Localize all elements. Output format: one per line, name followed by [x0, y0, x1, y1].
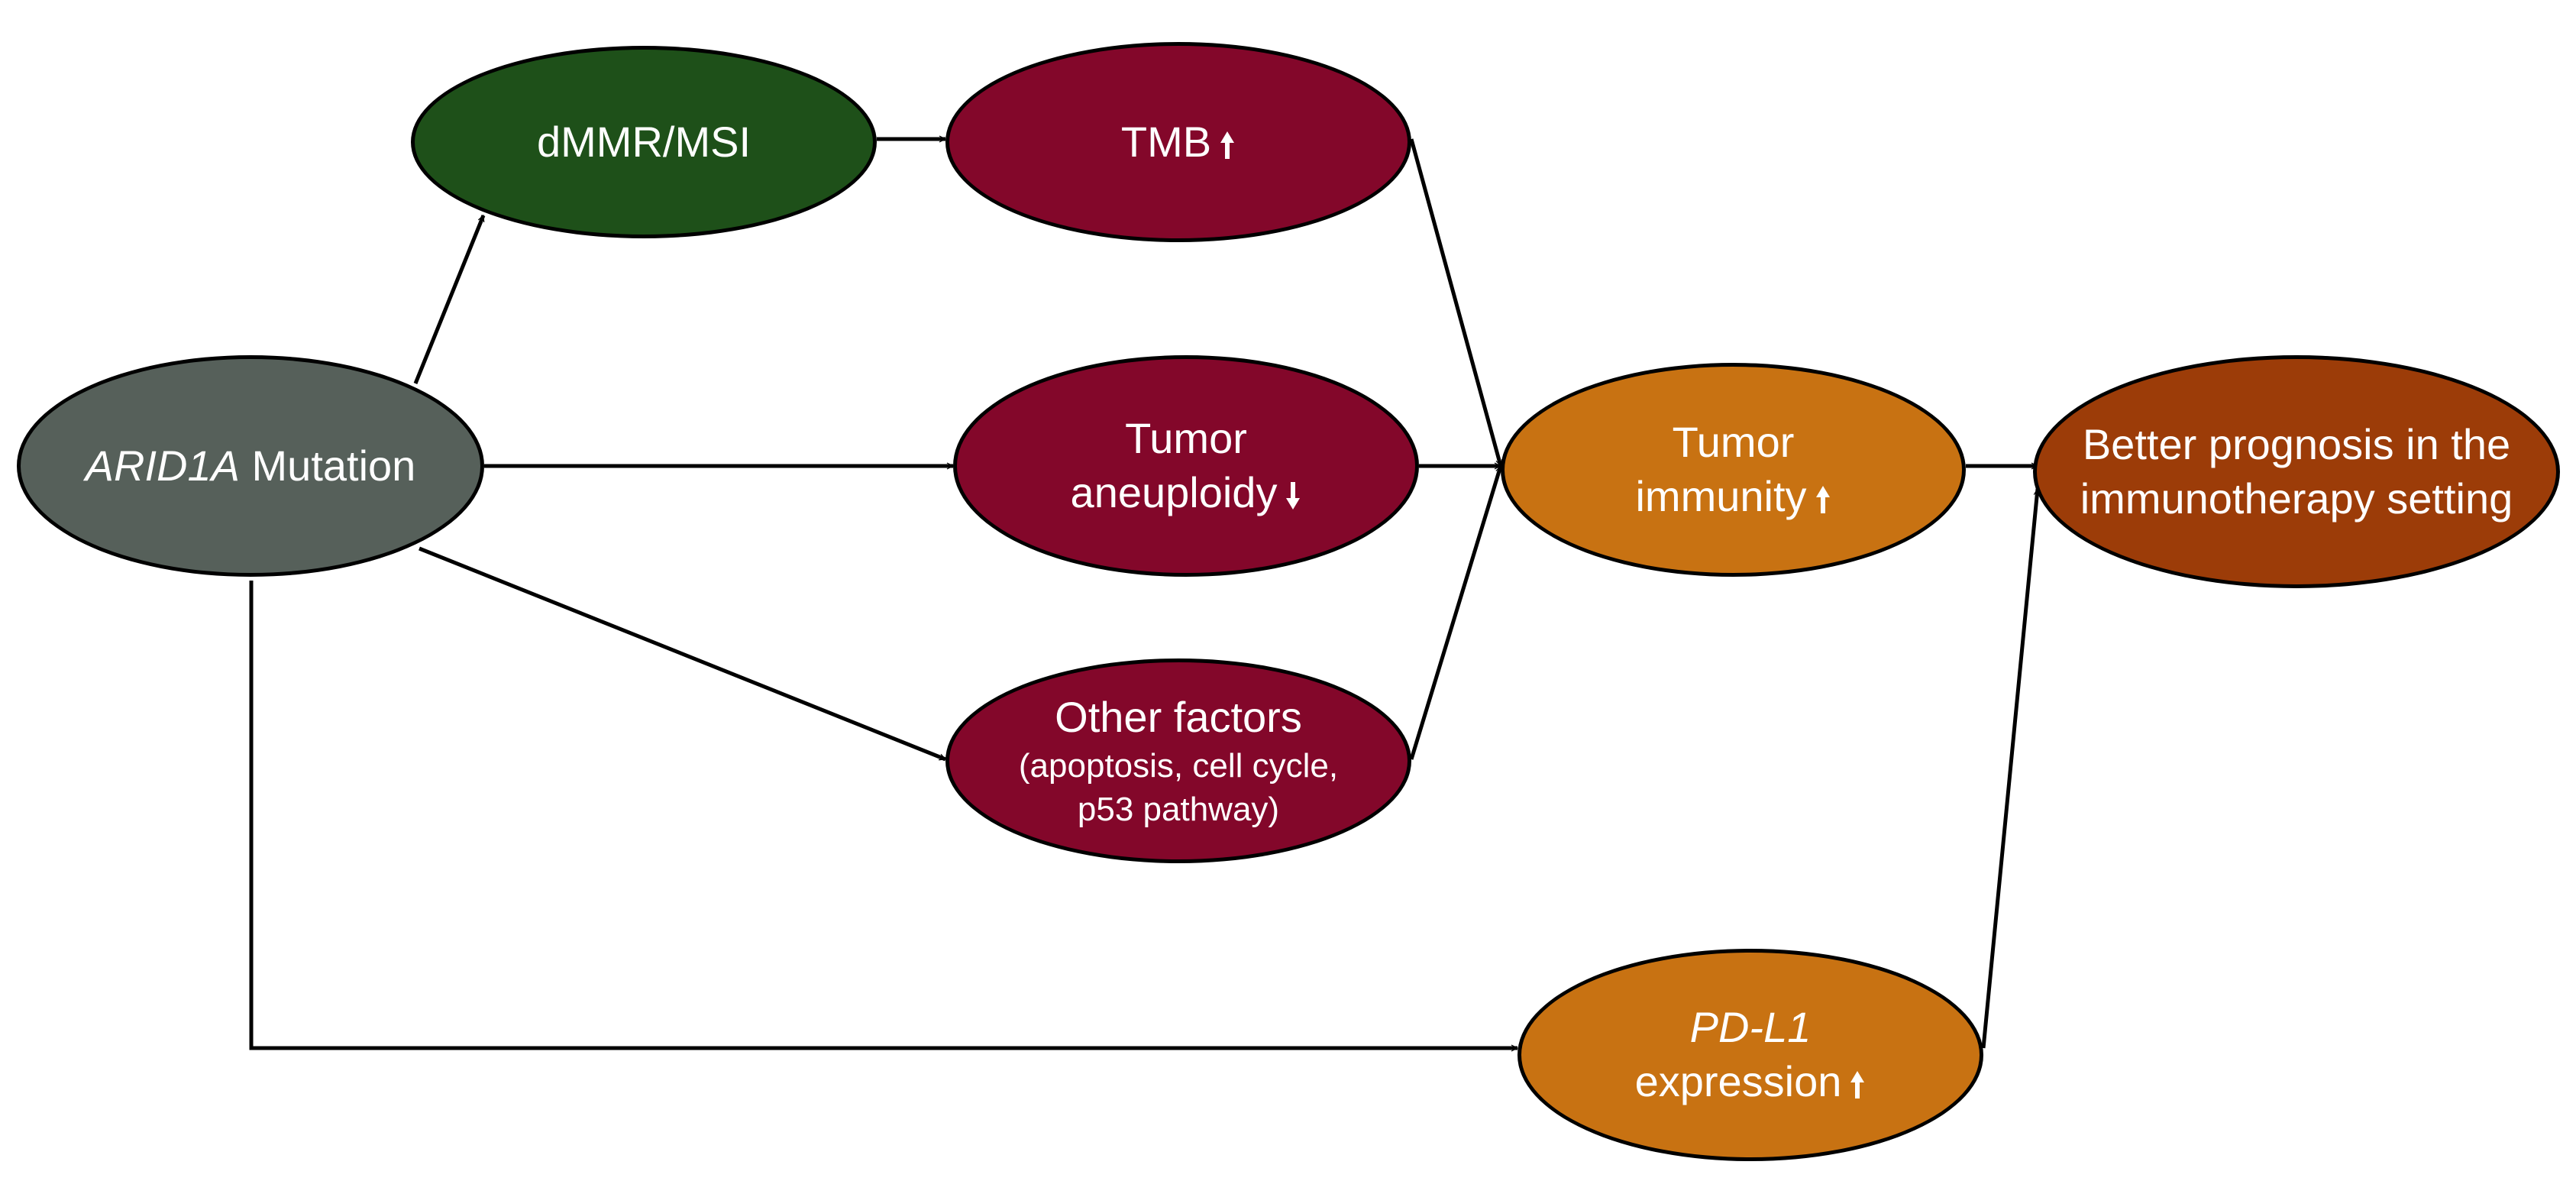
aneuploidy-line1: Tumor	[1125, 414, 1247, 463]
down-arrow-icon	[1286, 482, 1301, 510]
up-arrow-icon	[1815, 486, 1830, 514]
other-line3: p53 pathway)	[1077, 791, 1280, 829]
edge-arid1a-to-pdl1	[249, 581, 1517, 1048]
dmmr-label: dMMR/MSI	[537, 117, 751, 166]
pdl1-line2: expression	[1635, 1055, 1867, 1109]
pdl1-line1: PD-L1	[1689, 1003, 1812, 1052]
node-tmb: TMB	[945, 42, 1411, 242]
node-other-factors: Other factors (apoptosis, cell cycle, p5…	[945, 658, 1411, 863]
other-line1: Other factors	[1055, 692, 1302, 741]
prognosis-line2: immunotherapy setting	[2080, 474, 2513, 523]
node-tumor-immunity: Tumor immunity	[1501, 363, 1966, 577]
up-arrow-icon	[1850, 1071, 1865, 1099]
immunity-line2: immunity	[1635, 470, 1831, 524]
node-pdl1-expression: PD-L1 expression	[1517, 949, 1983, 1161]
aneuploidy-line2: aneuploidy	[1071, 466, 1302, 520]
node-tumor-aneuploidy: Tumor aneuploidy	[953, 355, 1419, 577]
edge-arid1a-to-dmmr	[413, 215, 486, 384]
node-arid1a-mutation: ARID1A Mutation	[17, 355, 484, 577]
tmb-label: TMB	[1121, 115, 1236, 170]
immunity-line1: Tumor	[1672, 418, 1795, 467]
edge-other-to-immunity	[1409, 466, 1503, 760]
node-better-prognosis: Better prognosis in the immunotherapy se…	[2033, 355, 2560, 588]
other-line2: (apoptosis, cell cycle,	[1018, 747, 1339, 785]
prognosis-line1: Better prognosis in the	[2082, 419, 2511, 468]
node-dmmr-msi: dMMR/MSI	[411, 46, 877, 238]
edge-tmb-to-immunity	[1409, 138, 1503, 466]
edge-pdl1-to-prognosis	[1981, 489, 2038, 1049]
up-arrow-icon	[1220, 131, 1235, 159]
edge-arid1a-to-other	[419, 546, 945, 762]
arid1a-label: ARID1A Mutation	[85, 441, 416, 490]
